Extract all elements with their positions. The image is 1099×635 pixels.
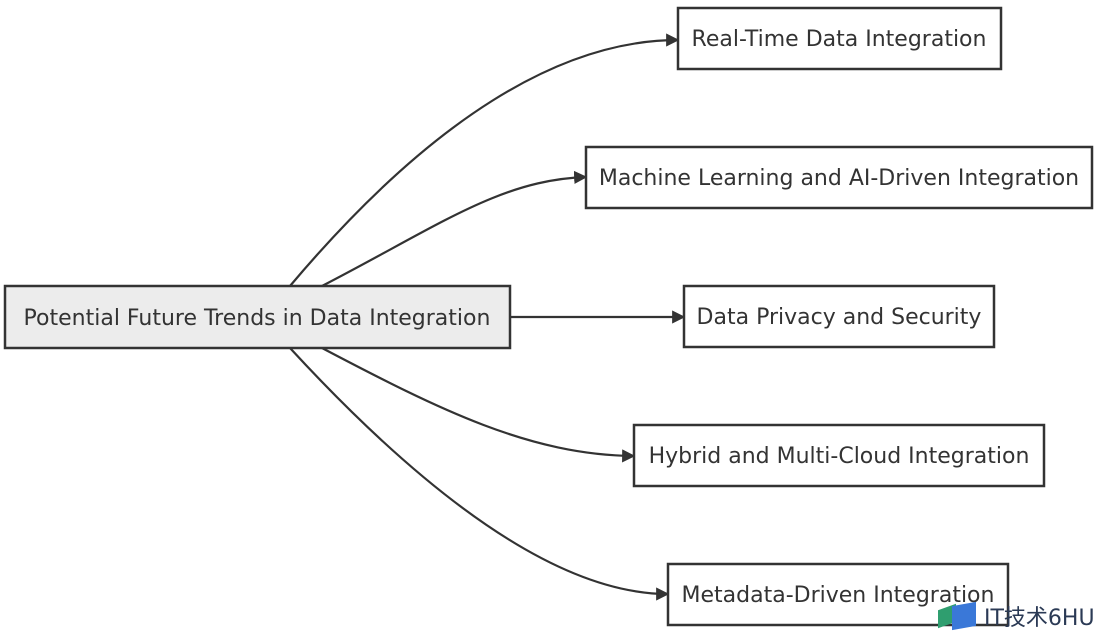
root-node-label: Potential Future Trends in Data Integrat…: [24, 306, 491, 331]
edge-to-hybrid: [321, 347, 636, 463]
watermark-text: IT技术6HU: [984, 606, 1095, 631]
root-node: Potential Future Trends in Data Integrat…: [3, 284, 512, 350]
node-label: Data Privacy and Security: [697, 305, 982, 330]
edge-to-metadata: [289, 347, 670, 601]
node-label: Real-Time Data Integration: [692, 27, 987, 52]
node-data-privacy-security: Data Privacy and Security: [682, 284, 996, 349]
node-label: Hybrid and Multi-Cloud Integration: [649, 444, 1030, 469]
node-hybrid-multi-cloud: Hybrid and Multi-Cloud Integration: [632, 423, 1046, 488]
edge-to-real-time: [289, 33, 680, 287]
node-real-time-data-integration: Real-Time Data Integration: [676, 6, 1003, 71]
watermark: IT技术6HU: [938, 600, 1095, 632]
node-label: Metadata-Driven Integration: [682, 583, 995, 608]
node-machine-learning-integration: Machine Learning and AI-Driven Integrati…: [584, 145, 1094, 210]
edge-to-machine-learning: [321, 170, 588, 287]
node-label: Machine Learning and AI-Driven Integrati…: [599, 166, 1079, 191]
watermark-logo-icon: [938, 601, 978, 631]
